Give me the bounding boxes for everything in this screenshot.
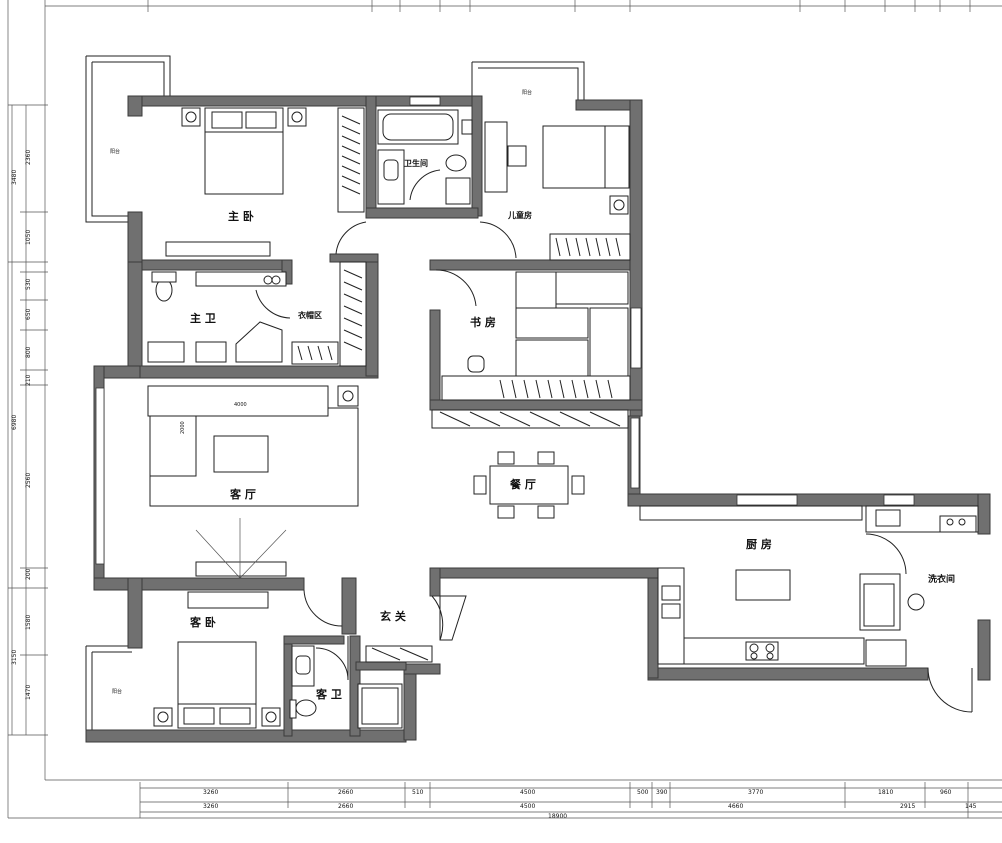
label-kitchen: 厨 房: [746, 537, 772, 551]
bottom-dim-r2-3: 4500: [520, 803, 535, 810]
left-dimension-lines: 3480 6980 3150 2360 1050 530 650 800 210…: [8, 104, 48, 736]
bottom-dim-4: 4500: [520, 789, 535, 796]
guest-bedroom-furniture: [153, 589, 343, 729]
label-study: 书 房: [470, 315, 496, 329]
label-walk-in-closet: 衣帽区: [298, 310, 322, 320]
bottom-dim-9: 960: [940, 789, 952, 796]
balconies: 阳台 阳台 阳台: [85, 55, 585, 736]
left-dim-outer-2: 6980: [11, 415, 18, 430]
label-bathroom: 卫生间: [404, 158, 428, 168]
balcony-label-1: 阳台: [110, 148, 120, 155]
left-dim-inner-10: 1470: [25, 685, 32, 700]
left-dim-inner-6: 210: [25, 374, 32, 386]
walk-in-closet-fixtures: [291, 261, 367, 367]
kitchen-furniture: [639, 505, 979, 713]
label-guest-bath: 客 卫: [315, 687, 342, 701]
label-laundry: 洗衣间: [928, 573, 955, 585]
left-dim-inner-9: 1580: [25, 615, 32, 630]
room-labels: 主 卧 主 卫 衣帽区 卫生间 儿童房 书 房 客 厅 餐 厅 厨 房 洗衣间 …: [189, 158, 955, 701]
label-kids-room: 儿童房: [507, 210, 532, 220]
bottom-dim-5: 500: [637, 789, 649, 796]
left-dim-inner-3: 530: [25, 278, 32, 290]
bottom-dimension-lines: 3260 2660 510 4500 500 390 3770 1810 960…: [139, 782, 1002, 820]
kitchen-island: [735, 569, 791, 601]
label-living-room: 客 厅: [229, 487, 256, 501]
kids-bed: [542, 125, 606, 189]
left-dim-inner-8: 200: [25, 568, 32, 580]
drawing-frame: [7, 0, 1002, 819]
bottom-dim-7: 3770: [748, 789, 763, 796]
balcony-label-2: 阳台: [522, 89, 532, 96]
master-bedroom-furniture: [165, 107, 367, 257]
left-dim-outer-1: 3480: [11, 170, 18, 185]
left-dim-inner-4: 650: [25, 308, 32, 320]
dining-furniture: [473, 451, 585, 519]
left-dim-inner-7: 2560: [25, 473, 32, 488]
left-dim-inner-2: 1050: [25, 230, 32, 245]
bottom-dim-2: 2660: [338, 789, 353, 796]
left-dim-outer-3: 3150: [11, 650, 18, 665]
kids-room-furniture: [479, 121, 631, 261]
sofa-depth-label: 2000: [180, 421, 186, 434]
bottom-dim-r2-6: 145: [965, 803, 977, 810]
bottom-dim-r2-1: 3260: [203, 803, 218, 810]
dining-table: [489, 465, 569, 505]
bottom-dim-total: 18900: [548, 813, 567, 820]
bottom-dim-r2-5: 2915: [900, 803, 915, 810]
label-master-bath: 主 卫: [190, 311, 216, 325]
bottom-dim-r2-2: 2660: [338, 803, 353, 810]
bottom-dim-r2-4: 4660: [728, 803, 743, 810]
bottom-dim-3: 510: [412, 789, 424, 796]
left-dim-inner-1: 2360: [25, 150, 32, 165]
master-bed: [204, 129, 284, 195]
balcony-label-3: 阳台: [112, 688, 122, 695]
label-master-bedroom: 主 卧: [228, 209, 254, 223]
master-bath-fixtures: [147, 271, 291, 363]
bottom-dim-8: 1810: [878, 789, 893, 796]
guest-bed: [177, 641, 257, 707]
living-room-furniture: 4000 2000: [147, 385, 359, 579]
label-guest-bedroom: 客 卧: [189, 615, 216, 629]
bathroom-fixtures: [377, 109, 473, 205]
sofa-width-label: 4000: [234, 402, 247, 408]
sofa: [147, 385, 329, 417]
label-dining-room: 餐 厅: [509, 477, 536, 491]
bottom-dim-1: 3260: [203, 789, 218, 796]
label-entrance: 玄 关: [380, 609, 406, 623]
left-dim-inner-5: 800: [25, 346, 32, 358]
guest-bath-fixtures: [289, 636, 349, 719]
entrance-fixtures: [357, 595, 467, 729]
study-furniture: [431, 269, 631, 429]
bottom-dim-6: 390: [656, 789, 668, 796]
walls: [85, 95, 991, 743]
